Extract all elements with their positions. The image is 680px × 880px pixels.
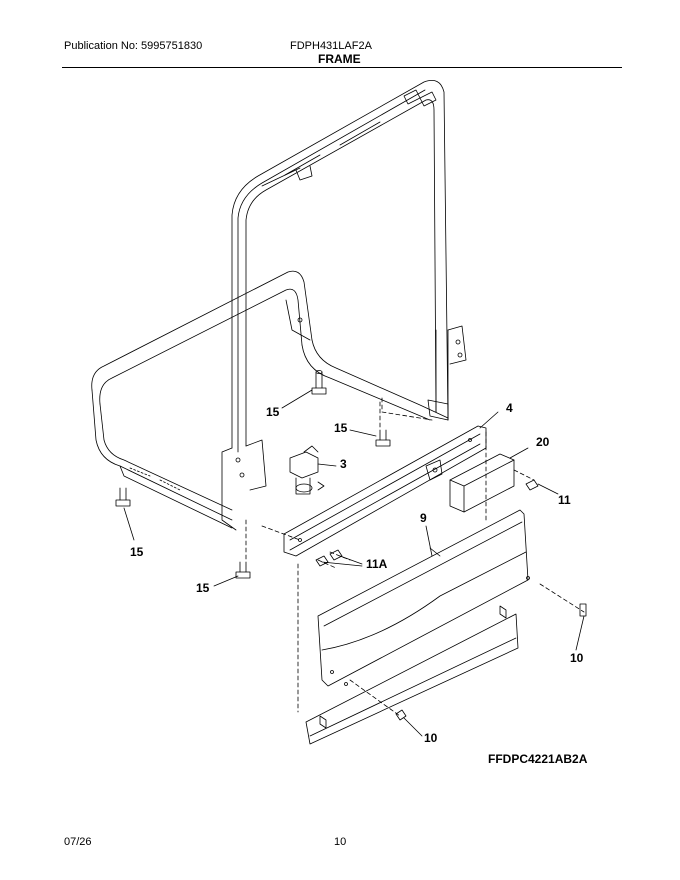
inlet-valve <box>289 445 325 495</box>
leveling-leg <box>311 370 327 395</box>
callout-4: 4 <box>506 401 513 415</box>
model-number: FDPH431LAF2A <box>290 40 372 52</box>
callout-10-a: 10 <box>570 651 584 665</box>
callout-15-c: 15 <box>130 545 144 559</box>
leveling-leg <box>235 561 251 579</box>
callout-15-d: 15 <box>196 581 210 595</box>
leader-lines <box>123 389 585 737</box>
page-number: 10 <box>334 836 347 848</box>
frame-upright <box>221 79 467 531</box>
leveling-leg <box>375 429 391 447</box>
callout-10-b: 10 <box>424 731 438 745</box>
alignment-lines <box>245 397 585 717</box>
screw <box>329 549 343 561</box>
header-rule <box>62 67 622 68</box>
mounting-rail <box>283 425 487 557</box>
callout-15-a: 15 <box>266 405 280 419</box>
callout-11: 11 <box>558 493 571 507</box>
screw <box>315 555 329 567</box>
frame-base <box>91 270 449 529</box>
callout-9: 9 <box>420 511 427 525</box>
callout-11a: 11A <box>366 557 388 571</box>
screw <box>579 603 587 617</box>
toe-kick-panel <box>317 509 530 687</box>
callout-labels: 15 4 15 3 20 11 15 9 11A 15 10 10 <box>130 401 584 745</box>
publication-number: Publication No: 5995751830 <box>64 40 203 52</box>
section-title: FRAME <box>318 52 361 66</box>
diagram-code: FFDPC4221AB2A <box>488 752 588 766</box>
callout-3: 3 <box>340 457 347 471</box>
leveling-leg <box>115 487 131 507</box>
bracket <box>449 453 515 513</box>
callout-15-b: 15 <box>334 421 348 435</box>
screw <box>395 709 407 721</box>
footer-date: 07/26 <box>64 836 92 848</box>
lower-kick-plate <box>305 605 519 745</box>
screw <box>525 479 539 491</box>
callout-20: 20 <box>536 435 550 449</box>
